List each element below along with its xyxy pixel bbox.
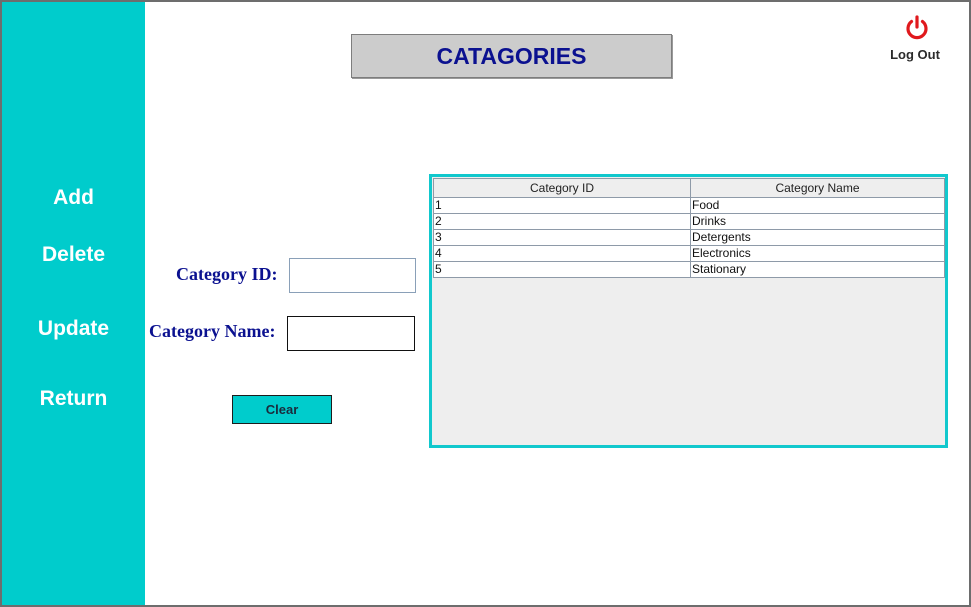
category-name-label: Category Name: — [149, 321, 276, 341]
category-id-label: Category ID: — [176, 264, 278, 284]
categories-grid: Category ID Category Name 1 Food 2 Drink… — [433, 178, 945, 278]
logout-label: Log Out — [890, 47, 940, 62]
cell-category-name: Detergents — [690, 229, 945, 246]
cell-category-id: 4 — [433, 245, 691, 262]
page-title-box: CATAGORIES — [351, 34, 672, 78]
power-icon — [906, 15, 928, 40]
delete-button[interactable]: Delete — [41, 243, 106, 266]
table-row[interactable]: 3 Detergents — [433, 229, 945, 246]
cell-category-name: Drinks — [690, 213, 945, 230]
category-name-field[interactable] — [287, 316, 415, 351]
table-header-row: Category ID Category Name — [433, 178, 945, 198]
column-header-category-id[interactable]: Category ID — [433, 178, 691, 198]
page-title: CATAGORIES — [436, 42, 587, 69]
categories-table[interactable]: Category ID Category Name 1 Food 2 Drink… — [429, 174, 948, 448]
cell-category-name: Food — [690, 197, 945, 214]
cell-category-id: 5 — [433, 261, 691, 278]
sidebar: Add Delete Update Return — [2, 2, 145, 605]
table-row[interactable]: 1 Food — [433, 197, 945, 214]
table-row[interactable]: 5 Stationary — [433, 261, 945, 278]
cell-category-id: 1 — [433, 197, 691, 214]
logout-button[interactable]: Log Out — [880, 12, 950, 68]
category-id-field[interactable] — [289, 258, 416, 293]
cell-category-name: Electronics — [690, 245, 945, 262]
table-row[interactable]: 2 Drinks — [433, 213, 945, 230]
cell-category-id: 3 — [433, 229, 691, 246]
return-button[interactable]: Return — [39, 387, 108, 410]
clear-button[interactable]: Clear — [232, 395, 332, 424]
cell-category-id: 2 — [433, 213, 691, 230]
add-button[interactable]: Add — [53, 186, 94, 209]
cell-category-name: Stationary — [690, 261, 945, 278]
update-button[interactable]: Update — [37, 317, 110, 340]
table-row[interactable]: 4 Electronics — [433, 245, 945, 262]
column-header-category-name[interactable]: Category Name — [690, 178, 945, 198]
